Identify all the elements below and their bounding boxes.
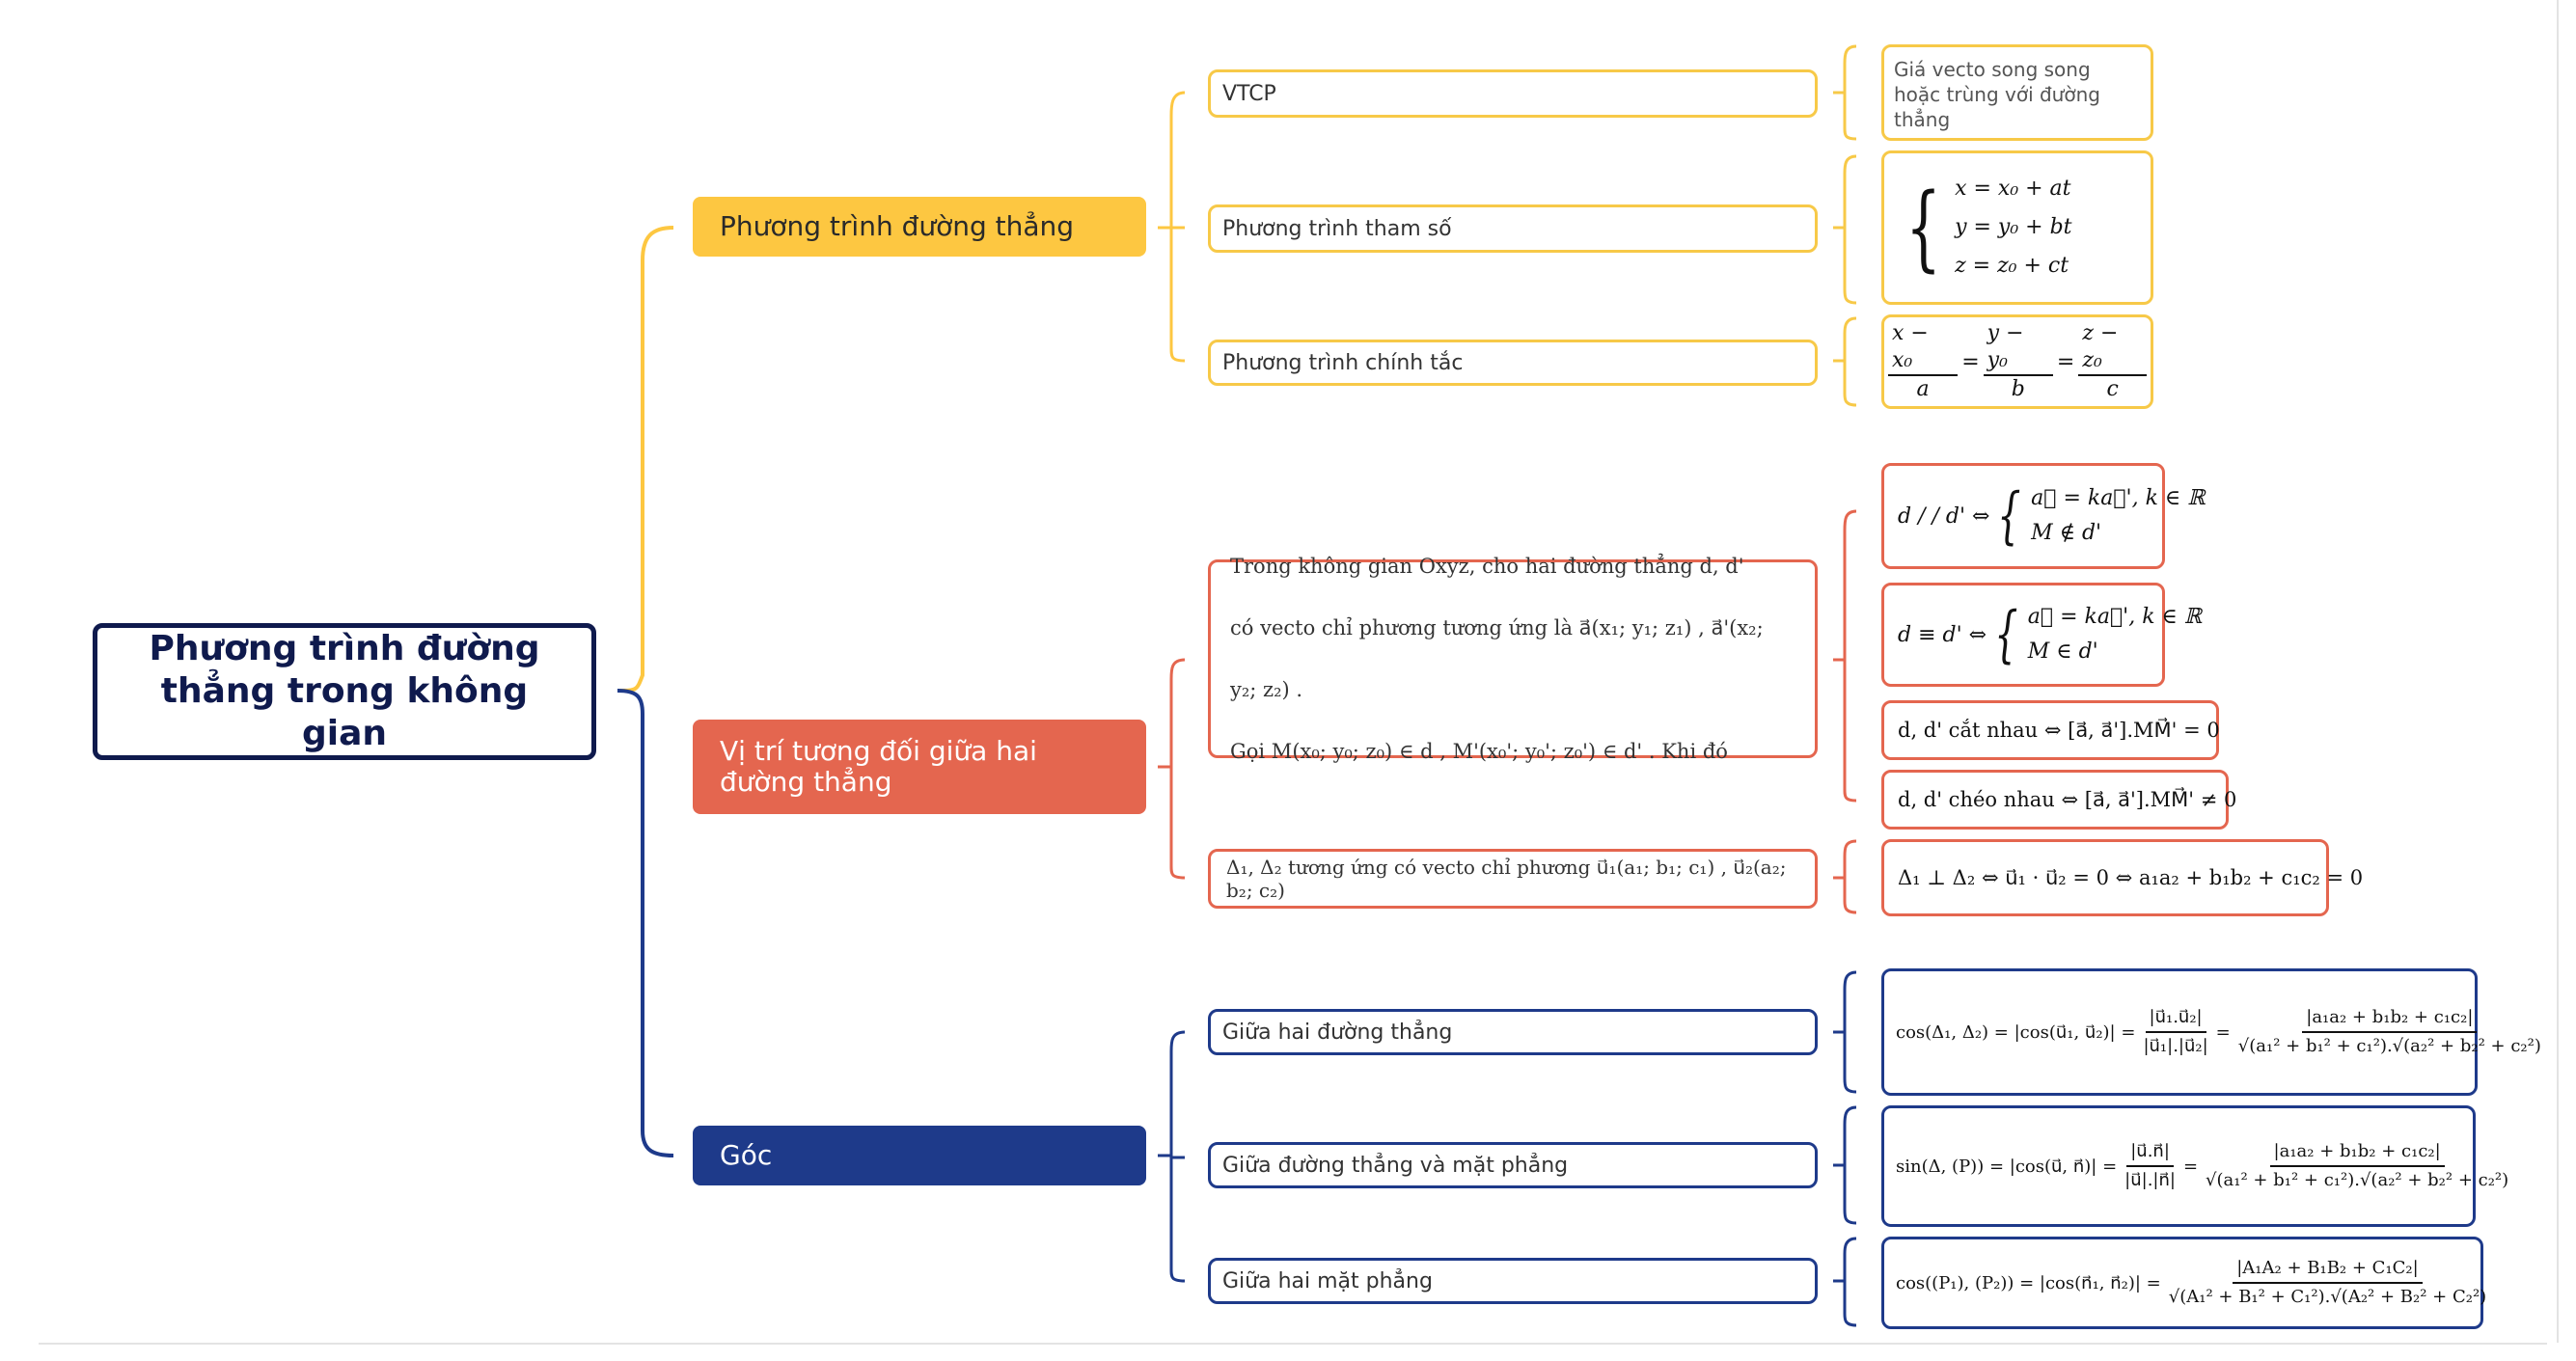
canon-numerator: x − x₀ xyxy=(1888,320,1959,376)
branch-relative-position[interactable]: Vị trí tương đối giữa hai đường thẳng xyxy=(693,720,1146,814)
detail-text: Giá vecto song song hoặc trùng với đường… xyxy=(1894,58,2100,131)
bottom-divider xyxy=(39,1343,2547,1345)
parallel-lhs: d / / d' ⇔ xyxy=(1898,504,1990,529)
frac-denominator: |u⃗₁|.|u⃗₂| xyxy=(2143,1036,2208,1056)
detail-perpendicular: Δ₁ ⊥ Δ₂ ⇔ u⃗₁ · u⃗₂ = 0 ⇔ a₁a₂ + b₁b₂ + … xyxy=(1881,839,2363,916)
detail-parametric-system: { x = x₀ + at y = y₀ + bt z = z₀ + ct xyxy=(1881,150,2153,305)
detail-cos-two-lines: cos(Δ₁, Δ₂) = |cos(u⃗₁, u⃗₂)| = |u⃗₁.u⃗₂… xyxy=(1881,968,2541,1096)
skew-formula: d, d' chéo nhau ⇔ [a⃗, a⃗'].MM⃗' ≠ 0 xyxy=(1898,788,2237,811)
perp-intro-text: Δ₁, Δ₂ tương ứng có vecto chỉ phương u⃗₁… xyxy=(1226,856,1787,902)
root-node[interactable]: Phương trình đường thẳng trong không gia… xyxy=(93,623,596,760)
frac-numerator: |u⃗₁.u⃗₂| xyxy=(2145,1004,2206,1033)
param-x: x = x₀ + at xyxy=(1955,177,2071,201)
frac-numerator: |a₁a₂ + b₁b₂ + c₁c₂| xyxy=(2302,1004,2478,1033)
frac-numerator: |a₁a₂ + b₁b₂ + c₁c₂| xyxy=(2269,1138,2445,1167)
coincide-cond-1: a⃗ = ka⃗', k ∈ ℝ xyxy=(2027,605,2203,629)
param-y: y = y₀ + bt xyxy=(1955,215,2072,239)
parallel-cond-2: M ∉ d' xyxy=(2031,521,2102,545)
leaf-angle-two-planes[interactable]: Giữa hai mặt phẳng xyxy=(1208,1258,1818,1304)
frac-denominator: √(a₁² + b₁² + c₁²).√(a₂² + b₂² + c₂²) xyxy=(2237,1036,2541,1056)
canon-denominator: c xyxy=(2106,377,2119,401)
intro-line-1: Trong không gian Oxyz, cho hai đường thẳ… xyxy=(1230,555,1744,578)
leaf-parametric[interactable]: Phương trình tham số xyxy=(1208,204,1818,253)
detail-vtcp-desc: Giá vecto song song hoặc trùng với đường… xyxy=(1881,44,2153,141)
branch-label: Góc xyxy=(720,1139,773,1171)
cos-lines-lhs: cos(Δ₁, Δ₂) = |cos(u⃗₁, u⃗₂)| = xyxy=(1896,1021,2136,1043)
leaf-label: Giữa hai đường thẳng xyxy=(1222,1020,1453,1045)
leaf-label: Giữa đường thẳng và mặt phẳng xyxy=(1222,1153,1569,1178)
branch-line-equation[interactable]: Phương trình đường thẳng xyxy=(693,197,1146,257)
frac-denominator: √(A₁² + B₁² + C₁²).√(A₂² + B₂² + C₂²) xyxy=(2168,1287,2487,1307)
detail-cos-two-planes: cos((P₁), (P₂)) = |cos(n⃗₁, n⃗₂)| = |A₁A… xyxy=(1881,1237,2486,1329)
intro-line-2: có vecto chỉ phương tương ứng là a⃗(x₁; … xyxy=(1230,616,1764,701)
brace-icon: { xyxy=(1905,174,1941,282)
brace-icon: { xyxy=(1994,599,2018,670)
root-title: Phương trình đường thẳng trong không gia… xyxy=(149,629,540,753)
leaf-angle-line-plane[interactable]: Giữa đường thẳng và mặt phẳng xyxy=(1208,1142,1818,1188)
canon-denominator: a xyxy=(1916,377,1930,401)
coincide-cond-2: M ∈ d' xyxy=(2027,640,2098,664)
intersect-formula: d, d' cắt nhau ⇔ [a⃗, a⃗'].MM⃗' = 0 xyxy=(1898,719,2220,742)
param-z: z = z₀ + ct xyxy=(1955,254,2069,278)
leaf-label: Giữa hai mặt phẳng xyxy=(1222,1268,1433,1293)
right-divider xyxy=(2557,0,2559,1343)
branch-label: Vị trí tương đối giữa hai đường thẳng xyxy=(720,735,1037,798)
canon-numerator: z − z₀ xyxy=(2078,320,2147,376)
canon-denominator: b xyxy=(2011,377,2025,401)
parallel-cond-1: a⃗ = ka⃗', k ∈ ℝ xyxy=(2031,486,2206,510)
detail-sin-line-plane: sin(Δ, (P)) = |cos(u⃗, n⃗)| = |u⃗.n⃗| |u⃗… xyxy=(1881,1105,2508,1227)
branch-angle[interactable]: Góc xyxy=(693,1126,1146,1185)
leaf-label: VTCP xyxy=(1222,81,1276,106)
detail-parallel: d / / d' ⇔ { a⃗ = ka⃗', k ∈ ℝ M ∉ d' xyxy=(1881,463,2205,569)
canon-numerator: y − y₀ xyxy=(1983,320,2053,376)
frac-denominator: |u⃗|.|n⃗| xyxy=(2124,1170,2176,1190)
leaf-label: Phương trình tham số xyxy=(1222,216,1452,241)
leaf-perpendicular-intro[interactable]: Δ₁, Δ₂ tương ứng có vecto chỉ phương u⃗₁… xyxy=(1208,849,1818,909)
detail-intersect: d, d' cắt nhau ⇔ [a⃗, a⃗'].MM⃗' = 0 xyxy=(1881,700,2220,760)
perp-formula: Δ₁ ⊥ Δ₂ ⇔ u⃗₁ · u⃗₂ = 0 ⇔ a₁a₂ + b₁b₂ + … xyxy=(1898,866,2364,889)
frac-numerator: |A₁A₂ + B₁B₂ + C₁C₂| xyxy=(2233,1255,2423,1284)
cos-planes-lhs: cos((P₁), (P₂)) = |cos(n⃗₁, n⃗₂)| = xyxy=(1896,1272,2161,1293)
leaf-angle-two-lines[interactable]: Giữa hai đường thẳng xyxy=(1208,1009,1818,1055)
detail-coincide: d ≡ d' ⇔ { a⃗ = ka⃗', k ∈ ℝ M ∈ d' xyxy=(1881,583,2202,687)
brace-icon: { xyxy=(1997,480,2022,552)
coincide-lhs: d ≡ d' ⇔ xyxy=(1898,622,1987,647)
leaf-two-lines-intro[interactable]: Trong không gian Oxyz, cho hai đường thẳ… xyxy=(1208,555,1818,763)
branch-label: Phương trình đường thẳng xyxy=(720,210,1075,242)
leaf-label: Phương trình chính tắc xyxy=(1222,350,1464,375)
intro-line-3: Gọi M(x₀; y₀; z₀) ∈ d , M'(x₀'; y₀'; z₀'… xyxy=(1230,740,1728,763)
detail-skew: d, d' chéo nhau ⇔ [a⃗, a⃗'].MM⃗' ≠ 0 xyxy=(1881,770,2236,830)
frac-numerator: |u⃗.n⃗| xyxy=(2126,1138,2174,1167)
frac-denominator: √(a₁² + b₁² + c₁²).√(a₂² + b₂² + c₂²) xyxy=(2206,1170,2509,1190)
leaf-canonical[interactable]: Phương trình chính tắc xyxy=(1208,340,1818,386)
sin-lp-lhs: sin(Δ, (P)) = |cos(u⃗, n⃗)| = xyxy=(1896,1156,2118,1177)
leaf-vtcp[interactable]: VTCP xyxy=(1208,69,1818,118)
